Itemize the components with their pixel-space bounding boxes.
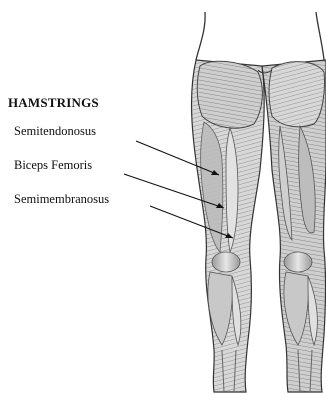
knee-left	[212, 252, 240, 272]
glute-left	[197, 61, 262, 128]
label-semimembranosus: Semimembranosus	[14, 192, 109, 207]
label-biceps-femoris: Biceps Femoris	[14, 158, 92, 173]
label-semitendonosus: Semitendonosus	[14, 124, 96, 139]
torso-outline	[196, 12, 205, 60]
torso-outline-right	[316, 12, 324, 60]
glute-right	[269, 62, 325, 127]
knee-right	[284, 252, 312, 272]
diagram-heading: HAMSTRINGS	[8, 95, 99, 111]
